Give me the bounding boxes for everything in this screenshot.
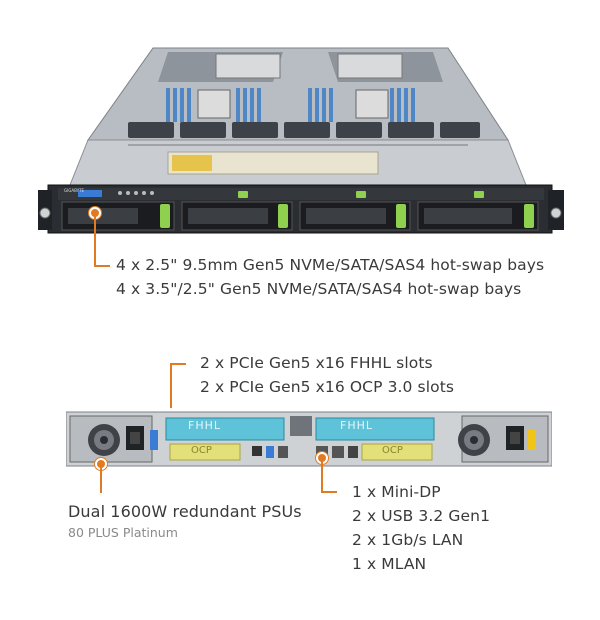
- rear-server-drawing: [66, 411, 552, 467]
- fhhl-label-right: FHHL: [340, 419, 373, 432]
- io-line-mini-dp: 1 x Mini-DP: [352, 483, 441, 501]
- lid-label-sticker: [167, 151, 379, 175]
- ocp-slot-right: [361, 443, 433, 461]
- fhhl-label-left: FHHL: [188, 419, 221, 432]
- ocp-label-right: OCP: [382, 445, 403, 456]
- io-callout-horizontal: [321, 491, 337, 493]
- psu-callout-vertical: [100, 465, 102, 493]
- fhhl-slot-left: [165, 417, 285, 441]
- front-bays-line-1: 4 x 2.5" 9.5mm Gen5 NVMe/SATA/SAS4 hot-s…: [116, 256, 545, 274]
- psu-subtitle: 80 PLUS Platinum: [68, 525, 178, 540]
- psu-title: Dual 1600W redundant PSUs: [68, 502, 302, 521]
- front-server-image: [38, 40, 564, 240]
- pcie-callout-vertical: [170, 363, 172, 408]
- pcie-line-1: 2 x PCIe Gen5 x16 FHHL slots: [200, 354, 433, 372]
- front-bays-line-2: 4 x 3.5"/2.5" Gen5 NVMe/SATA/SAS4 hot-sw…: [116, 280, 522, 298]
- pcie-line-2: 2 x PCIe Gen5 x16 OCP 3.0 slots: [200, 378, 455, 396]
- pcie-callout-horizontal: [170, 363, 186, 365]
- drive-bays: [61, 191, 539, 231]
- fhhl-slot-right: [315, 417, 435, 441]
- front-server-drawing: [38, 47, 564, 234]
- ocp-label-left: OCP: [191, 445, 212, 456]
- io-line-lan: 2 x 1Gb/s LAN: [352, 531, 464, 549]
- thumb-screw-icon: [550, 207, 562, 219]
- rear-server-image: [66, 410, 552, 468]
- front-brand-label: GIGABYTE: [64, 188, 85, 193]
- ocp-slot-left: [169, 443, 241, 461]
- io-line-usb: 2 x USB 3.2 Gen1: [352, 507, 491, 525]
- front-callout-horizontal: [94, 265, 110, 267]
- io-line-mlan: 1 x MLAN: [352, 555, 427, 573]
- front-callout-vertical: [94, 214, 96, 267]
- thumb-screw-icon: [39, 207, 51, 219]
- io-callout-vertical: [321, 459, 323, 493]
